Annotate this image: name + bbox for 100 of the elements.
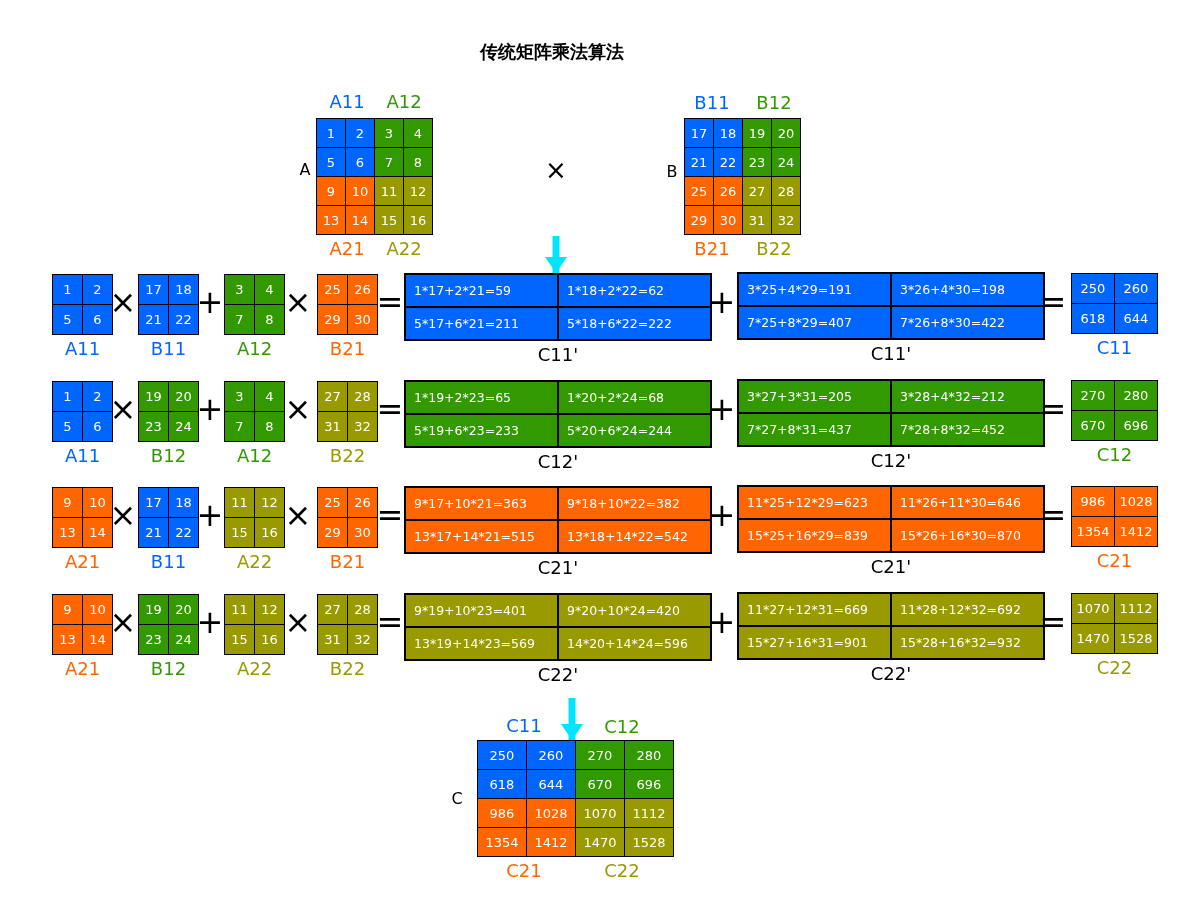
matrix-label: C11 (1096, 339, 1133, 357)
matrix-label: A12 (386, 93, 422, 111)
matrix-cell: 19 (743, 119, 771, 147)
matrix-label: A21 (64, 553, 101, 571)
matrix-cell: 5 (53, 305, 82, 334)
operator-sign: + (196, 606, 224, 638)
matrix (52, 487, 113, 548)
matrix-label: A22 (386, 240, 422, 258)
formula-cell: 1*18+2*22=62 (559, 275, 710, 306)
matrix (138, 594, 199, 655)
matrix-cell: 28 (772, 177, 800, 205)
matrix-cell: 22 (169, 305, 198, 334)
matrix-cell: 9 (317, 177, 345, 205)
matrix-cell: 7 (225, 412, 254, 441)
matrix (1071, 380, 1158, 441)
matrix-cell: 644 (527, 770, 575, 798)
matrix-label: B11 (150, 340, 187, 358)
matrix-cell: 20 (772, 119, 800, 147)
operator-sign: = (376, 286, 404, 318)
matrix-label: C21 (1096, 552, 1133, 570)
matrix-cell: 1112 (1115, 594, 1157, 623)
matrix-cell: 23 (743, 148, 771, 176)
matrix-label: A11 (64, 447, 101, 465)
matrix-cell: 26 (348, 275, 377, 304)
matrix-cell: 29 (685, 206, 713, 234)
matrix-cell: 14 (346, 206, 374, 234)
matrix-cell: 18 (714, 119, 742, 147)
matrix-cell: 260 (1115, 274, 1157, 303)
matrix-cell: 3 (225, 382, 254, 411)
matrix-cell: 10 (83, 488, 112, 517)
formula-cell: 1*20+2*24=68 (559, 382, 710, 413)
matrix-cell: 618 (478, 770, 526, 798)
matrix (224, 274, 285, 335)
matrix-cell: 1070 (1072, 594, 1114, 623)
matrix-cell: 31 (318, 412, 347, 441)
formula-cell: 7*26+8*30=422 (892, 307, 1043, 338)
matrix-cell: 27 (318, 382, 347, 411)
matrix-cell: 280 (1115, 381, 1157, 410)
matrix-cell: 32 (348, 412, 377, 441)
partial-sum-block (737, 485, 1045, 553)
matrix-cell: 24 (169, 625, 198, 654)
partial-sum-block (404, 486, 712, 554)
matrix-label: B22 (329, 447, 366, 465)
formula-cell: 5*18+6*22=222 (559, 308, 710, 339)
operator-sign: × (109, 606, 137, 638)
partial-sum-block (737, 592, 1045, 660)
matrix-label: C12 (604, 718, 640, 736)
operator-sign: × (284, 286, 312, 318)
matrix-cell: 30 (348, 518, 377, 547)
matrix-cell: 1028 (1115, 487, 1157, 516)
matrix-cell: 31 (318, 625, 347, 654)
matrix-cell: 5 (53, 412, 82, 441)
operator-sign: + (708, 499, 736, 531)
formula-cell: 9*19+10*23=401 (406, 595, 557, 626)
matrix-label: A11 (329, 93, 365, 111)
matrix-cell: 1412 (527, 828, 575, 856)
matrix-cell: 22 (714, 148, 742, 176)
matrix-cell: 21 (139, 518, 168, 547)
matrix-cell: 28 (348, 382, 377, 411)
matrix-cell: 8 (404, 148, 432, 176)
matrix-cell: 25 (685, 177, 713, 205)
matrix-cell: 270 (1072, 381, 1114, 410)
matrix (317, 487, 378, 548)
matrix-cell: 16 (255, 625, 284, 654)
operator-sign: × (284, 499, 312, 531)
matrix-cell: 2 (83, 275, 112, 304)
matrix-cell: 13 (317, 206, 345, 234)
matrix-cell: 12 (404, 177, 432, 205)
matrix-cell: 27 (743, 177, 771, 205)
block-label: C22' (537, 666, 579, 684)
matrix-cell: 6 (83, 412, 112, 441)
matrix-cell: 2 (346, 119, 374, 147)
matrix-label: B22 (756, 240, 792, 258)
matrix-cell: 644 (1115, 304, 1157, 333)
formula-cell: 15*28+16*32=932 (892, 627, 1043, 658)
matrix-cell: 17 (139, 488, 168, 517)
matrix-cell: 16 (255, 518, 284, 547)
matrix-cell: 25 (318, 275, 347, 304)
matrix-cell: 1028 (527, 799, 575, 827)
matrix-cell: 14 (83, 518, 112, 547)
operator-sign: × (109, 286, 137, 318)
formula-cell: 7*25+8*29=407 (739, 307, 890, 338)
matrix-cell: 5 (317, 148, 345, 176)
matrix-label: B21 (329, 340, 366, 358)
block-label: C11' (537, 346, 579, 364)
partial-sum-block (404, 593, 712, 661)
matrix-label: C22 (1096, 659, 1133, 677)
matrix-cell: 13 (53, 625, 82, 654)
matrix (52, 274, 113, 335)
formula-cell: 15*27+16*31=901 (739, 627, 890, 658)
matrix-label: C22 (604, 862, 640, 880)
matrix-cell: 9 (53, 595, 82, 624)
partial-sum-block (737, 379, 1045, 447)
operator-sign: = (376, 499, 404, 531)
matrix (1071, 486, 1158, 547)
matrix (52, 594, 113, 655)
matrix-cell: 30 (714, 206, 742, 234)
block-label: C11' (870, 345, 912, 363)
matrix-label: B21 (694, 240, 730, 258)
partial-sum-block (737, 272, 1045, 340)
